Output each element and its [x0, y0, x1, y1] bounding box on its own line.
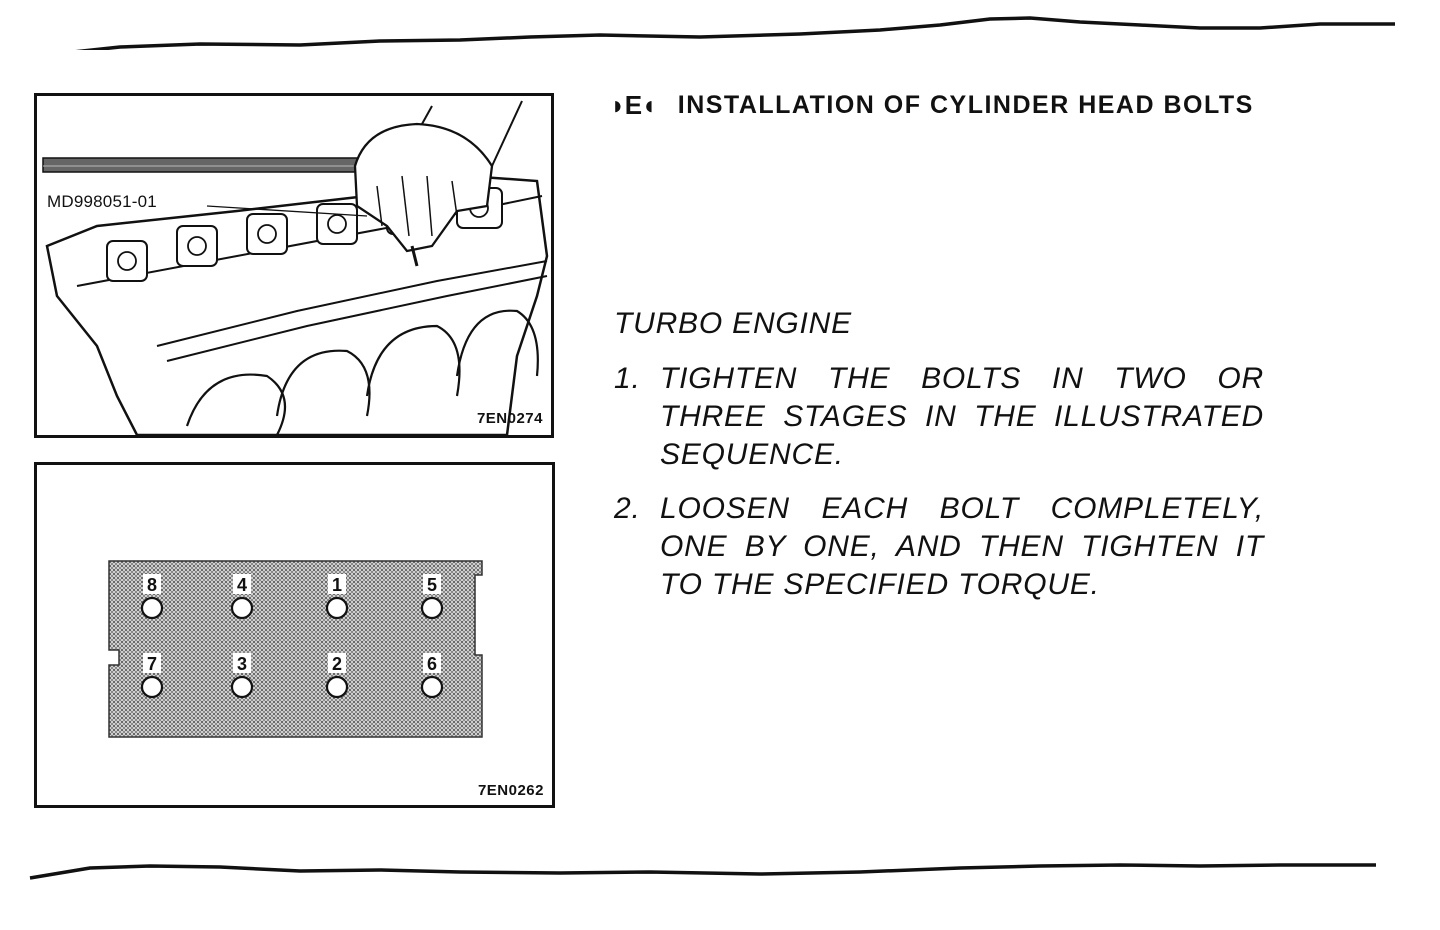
- instruction-step: 2. LOOSEN EACH BOLT COMPLETELY, ONE BY O…: [614, 490, 1264, 604]
- bottom-page-edge: [29, 863, 1376, 880]
- bolt-hole: [420, 675, 444, 699]
- bolt-marker: 3: [230, 653, 254, 699]
- bolt-hole: [325, 596, 349, 620]
- bolt-number: 7: [147, 654, 157, 674]
- bolt-group: 8 4 1 5 7 3 2 6: [140, 574, 444, 699]
- section-title: INSTALLATION OF CYLINDER HEAD BOLTS: [677, 91, 1254, 119]
- bolt-number: 5: [427, 575, 437, 595]
- bolt-hole: [420, 596, 444, 620]
- bolt-marker: 2: [325, 653, 349, 699]
- step-number: 2.: [614, 492, 641, 525]
- bolt-number: 3: [237, 654, 247, 674]
- tool-installation-figure: MD998051-01 7EN0274: [34, 93, 554, 438]
- bolt-sequence-figure: 8 4 1 5 7 3 2 6 7EN0262: [34, 462, 555, 808]
- bolt-marker: 7: [140, 653, 164, 699]
- section-heading: ◗E◖ INSTALLATION OF CYLINDER HEAD BOLTS: [610, 90, 1254, 121]
- bolt-marker: 6: [420, 653, 444, 699]
- bolt-marker: 4: [230, 574, 254, 620]
- bolt-hole: [230, 675, 254, 699]
- section-marker: ◗E◖: [610, 90, 657, 120]
- top-page-edge: [75, 16, 1395, 50]
- special-tool-label: MD998051-01: [45, 192, 159, 212]
- figure-code: 7EN0262: [477, 782, 544, 799]
- step-text: LOOSEN EACH BOLT COMPLETELY, ONE BY ONE,…: [660, 492, 1264, 601]
- bolt-hole: [325, 675, 349, 699]
- bolt-marker: 8: [140, 574, 164, 620]
- bolt-marker: 1: [325, 574, 349, 620]
- bolt-hole: [140, 596, 164, 620]
- bolt-hole: [140, 675, 164, 699]
- bolt-number: 1: [332, 575, 342, 595]
- cylinder-head-illustration: [42, 100, 549, 435]
- step-number: 1.: [614, 362, 641, 395]
- bolt-sequence-diagram: 8 4 1 5 7 3 2 6: [108, 560, 483, 738]
- bolt-number: 2: [332, 654, 342, 674]
- instruction-step: 1. TIGHTEN THE BOLTS IN TWO OR THREE STA…: [614, 360, 1264, 474]
- bolt-marker: 5: [420, 574, 444, 620]
- bolt-number: 8: [147, 575, 157, 595]
- bolt-number: 6: [427, 654, 437, 674]
- bolt-hole: [230, 596, 254, 620]
- step-text: TIGHTEN THE BOLTS IN TWO OR THREE STAGES…: [660, 362, 1264, 471]
- instructions: TURBO ENGINE 1. TIGHTEN THE BOLTS IN TWO…: [614, 305, 1264, 620]
- bolt-number: 4: [237, 575, 247, 595]
- engine-type-subhead: TURBO ENGINE: [614, 307, 852, 340]
- figure-code: 7EN0274: [476, 410, 543, 427]
